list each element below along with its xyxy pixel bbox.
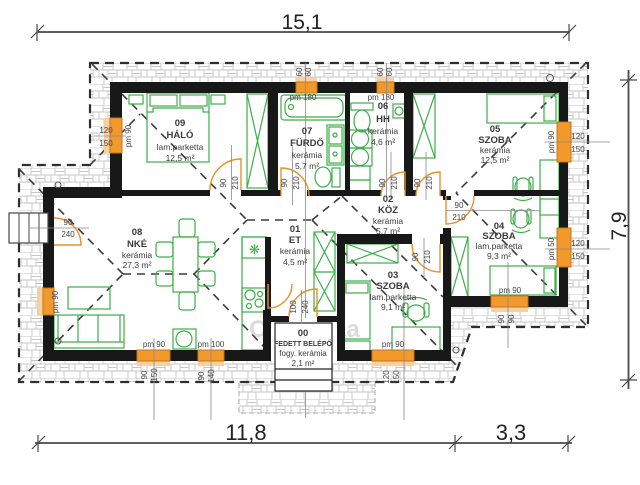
svg-text:lam.parketta: lam.parketta	[370, 292, 417, 302]
svg-text:60: 60	[385, 67, 394, 76]
svg-text:fogy. kerámia: fogy. kerámia	[279, 349, 327, 358]
svg-text:2,1 m²: 2,1 m²	[292, 359, 315, 368]
svg-text:HH: HH	[376, 114, 390, 125]
svg-text:3,3: 3,3	[496, 420, 527, 445]
svg-text:lam.parketta: lam.parketta	[157, 142, 204, 152]
svg-text:ET: ET	[289, 235, 301, 246]
svg-text:pm 180: pm 180	[368, 93, 395, 102]
svg-text:pm 90: pm 90	[547, 130, 556, 153]
svg-text:150: 150	[571, 145, 585, 154]
svg-text:06: 06	[378, 101, 389, 112]
svg-text:pm 90: pm 90	[51, 290, 60, 313]
svg-text:pm 100: pm 100	[198, 340, 225, 349]
svg-text:240: 240	[61, 230, 75, 239]
svg-text:03: 03	[388, 270, 399, 281]
svg-text:210: 210	[231, 176, 240, 190]
svg-text:SZOBA: SZOBA	[478, 135, 511, 146]
svg-text:02: 02	[383, 194, 394, 205]
svg-text:❋: ❋	[249, 242, 260, 257]
svg-text:pm 90: pm 90	[499, 286, 522, 295]
svg-text:210: 210	[452, 213, 466, 222]
svg-text:12,5 m²: 12,5 m²	[481, 155, 510, 165]
svg-text:150: 150	[392, 370, 401, 384]
svg-text:08: 08	[132, 227, 143, 238]
svg-text:05: 05	[490, 124, 501, 135]
svg-text:pm 90: pm 90	[143, 340, 166, 349]
svg-text:90: 90	[378, 178, 387, 187]
svg-text:15,1: 15,1	[282, 11, 323, 34]
svg-text:4,6 m²: 4,6 m²	[371, 137, 395, 147]
svg-text:90: 90	[140, 370, 149, 379]
svg-text:90: 90	[413, 178, 422, 187]
svg-text:pm 50: pm 50	[547, 237, 556, 260]
svg-text:kerámia: kerámia	[292, 150, 323, 160]
svg-text:kerámia: kerámia	[368, 126, 399, 136]
svg-text:KÖZ: KÖZ	[378, 205, 398, 216]
svg-text:FEDETT BELÉPŐ: FEDETT BELÉPŐ	[274, 339, 333, 348]
svg-text:SZOBA: SZOBA	[482, 231, 515, 242]
svg-text:01: 01	[290, 224, 301, 235]
svg-text:kerámia: kerámia	[280, 246, 311, 256]
svg-text:5,7 m²: 5,7 m²	[295, 161, 319, 171]
svg-text:90: 90	[507, 314, 516, 323]
svg-text:120: 120	[382, 370, 391, 384]
svg-text:pm 90: pm 90	[382, 340, 405, 349]
svg-text:210: 210	[425, 176, 434, 190]
svg-text:210: 210	[292, 176, 301, 190]
svg-text:12,5 m²: 12,5 m²	[166, 153, 195, 163]
svg-text:60: 60	[295, 67, 304, 76]
svg-text:11,8: 11,8	[225, 420, 266, 445]
svg-text:07: 07	[302, 126, 313, 137]
svg-text:09: 09	[175, 118, 186, 129]
svg-text:120: 120	[571, 132, 585, 141]
svg-text:4,5 m²: 4,5 m²	[283, 257, 307, 267]
svg-text:lam.parketta: lam.parketta	[476, 241, 523, 251]
svg-text:240: 240	[301, 300, 310, 314]
svg-text:120: 120	[571, 239, 585, 248]
svg-text:SZOBA: SZOBA	[376, 281, 409, 292]
svg-text:90: 90	[280, 178, 289, 187]
svg-text:pm 180: pm 180	[290, 93, 317, 102]
svg-text:90: 90	[497, 314, 506, 323]
svg-text:90: 90	[219, 178, 228, 187]
svg-text:90: 90	[197, 371, 206, 380]
svg-text:7,9: 7,9	[608, 211, 631, 240]
svg-text:9,3 m²: 9,3 m²	[487, 251, 511, 261]
svg-text:100: 100	[289, 300, 298, 314]
svg-text:150: 150	[571, 252, 585, 261]
svg-text:150: 150	[99, 139, 113, 148]
svg-text:HÁLÓ: HÁLÓ	[167, 129, 194, 141]
svg-text:210: 210	[423, 250, 432, 264]
svg-text:120: 120	[99, 126, 113, 135]
svg-text:00: 00	[298, 328, 309, 339]
svg-text:90: 90	[455, 201, 464, 210]
svg-text:kerámia: kerámia	[373, 216, 404, 226]
svg-text:90: 90	[64, 218, 73, 227]
svg-text:kerámia: kerámia	[480, 145, 511, 155]
svg-text:60: 60	[376, 67, 385, 76]
svg-text:140: 140	[207, 369, 216, 383]
svg-text:150: 150	[150, 368, 159, 382]
svg-text:5,7 m²: 5,7 m²	[376, 226, 400, 236]
svg-text:NKÉ: NKÉ	[127, 239, 147, 250]
svg-text:210: 210	[390, 176, 399, 190]
svg-text:pm 90: pm 90	[124, 124, 133, 147]
svg-text:90: 90	[411, 252, 420, 261]
svg-text:FÜRDŐ: FÜRDŐ	[290, 137, 324, 149]
svg-text:kerámia: kerámia	[122, 250, 153, 260]
svg-text:04: 04	[494, 221, 505, 232]
svg-text:9,1 m²: 9,1 m²	[381, 302, 405, 312]
svg-text:60: 60	[304, 67, 313, 76]
svg-text:27,3 m²: 27,3 m²	[123, 260, 152, 270]
